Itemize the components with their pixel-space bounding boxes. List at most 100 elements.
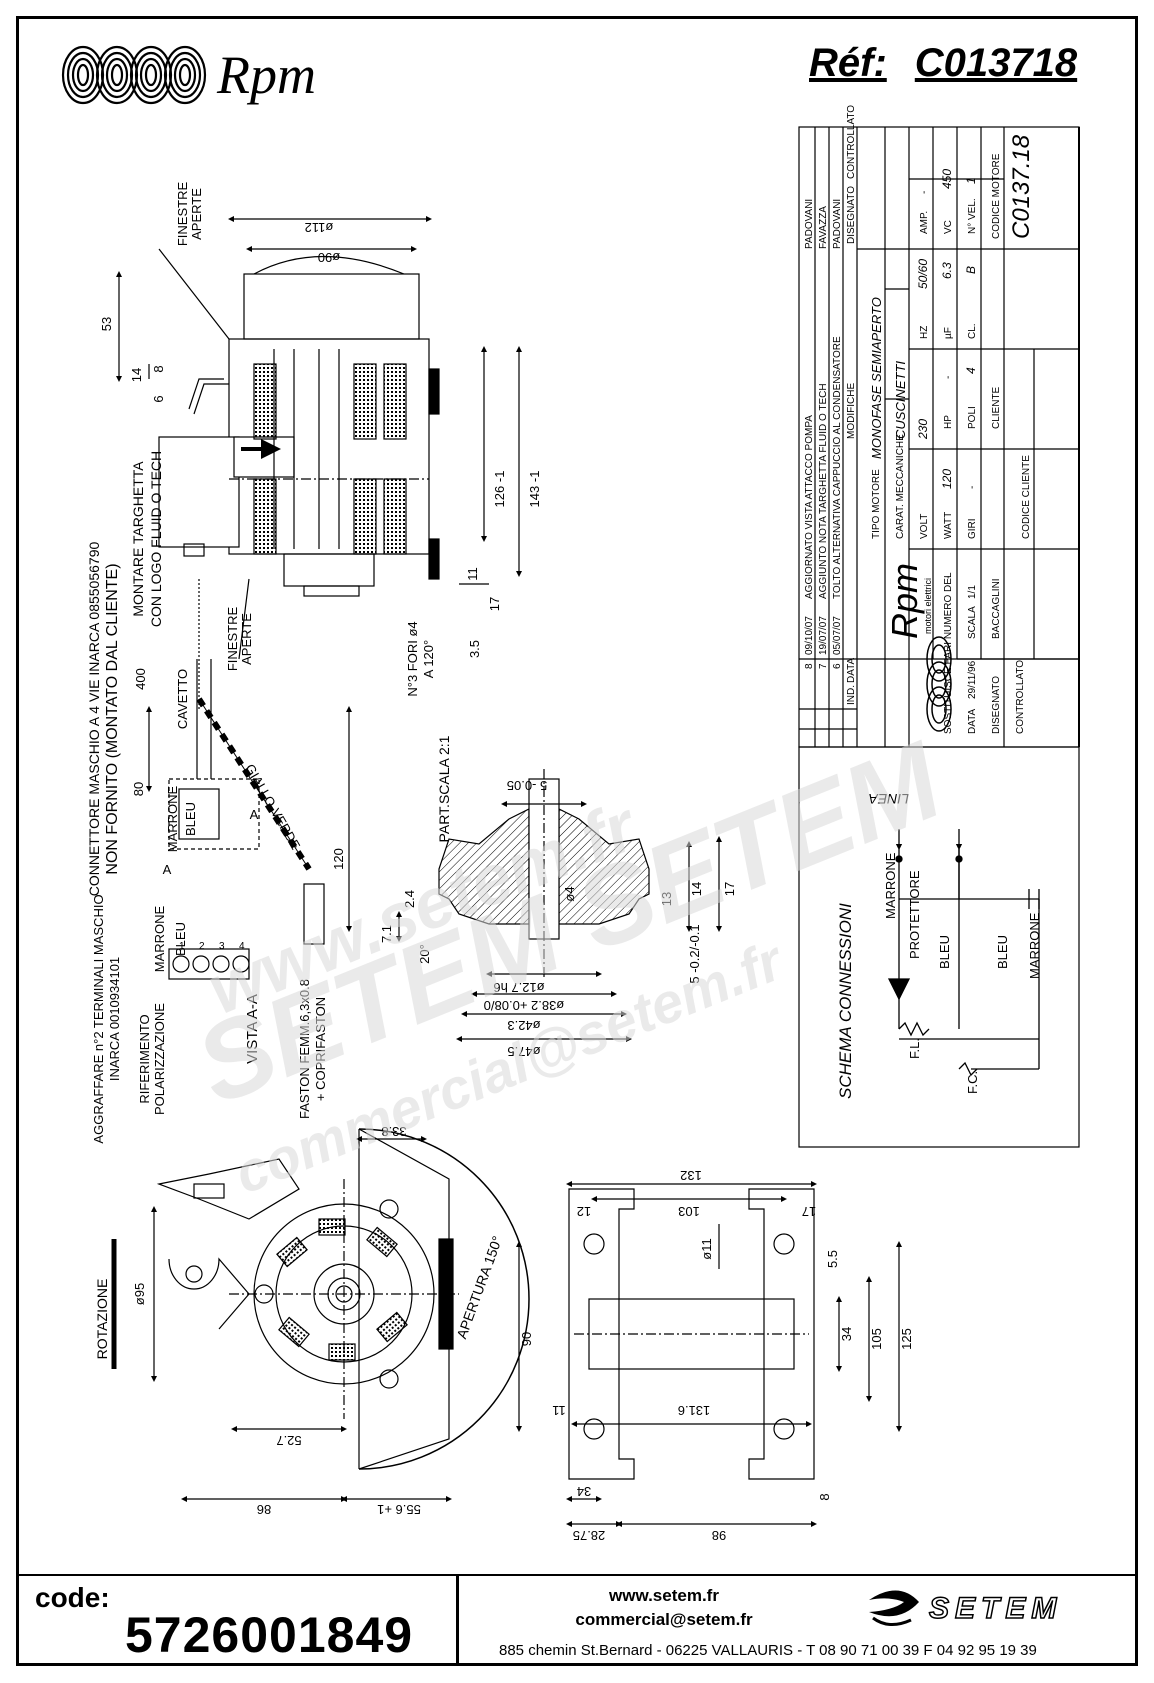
dim-4-bore: ø4 [562, 886, 577, 901]
dim-131-6: 131.6 [678, 1403, 711, 1418]
dim-103: 103 [678, 1204, 700, 1219]
giri: - [967, 486, 978, 489]
dim-105: 105 [869, 1328, 884, 1350]
note-connettore-2: NON FORNITO (MONTATO DAL CLIENTE) [104, 563, 121, 874]
dim-5-shaft: 5 -0.05 [507, 778, 547, 793]
watt-label: WATT [943, 512, 954, 539]
reference: Réf:C013718 [809, 41, 1077, 86]
cl-label: CL. [967, 323, 978, 339]
title-block-brand: Rpm [884, 563, 925, 639]
sostituisce-label: SOSTITUISCE PARI NUMERO DEL [943, 572, 954, 734]
label-vista-aa: VISTA A-A [244, 994, 261, 1064]
dim-17-bracket: 17 [802, 1204, 816, 1219]
motor-side-view [116, 216, 522, 660]
dim-52-7: 52.7 [276, 1433, 301, 1448]
footer-website[interactable]: www.setem.fr [609, 1586, 719, 1605]
reference-value: C013718 [914, 41, 1078, 85]
bracket-labels: 132 103 17 12 ø11 5.5 90 34 105 125 11 1… [519, 1168, 914, 1543]
connection-schema [887, 829, 1040, 1077]
title-block [798, 126, 1080, 1148]
note-fori-2: A 120° [421, 640, 436, 678]
note-finestre-top-1: FINESTRE [175, 182, 190, 247]
dim-95: ø95 [132, 1283, 147, 1305]
setem-logo: SETEM [869, 1590, 1057, 1626]
hz: 50/60 [916, 259, 930, 289]
drawing-sheet: Rpm Réf:C013718 [16, 16, 1138, 1666]
wire-marrone-2: MARRONE [152, 905, 167, 972]
shaft-detail [396, 769, 722, 1042]
note-riferimento-2: POLARIZZAZIONE [152, 1003, 167, 1115]
dim-7-1: 7.1 [379, 925, 394, 943]
footer-email[interactable]: commercial@setem.fr [575, 1610, 753, 1629]
rev-header-date: DATA [846, 657, 857, 683]
dim-14-part: 14 [689, 882, 704, 896]
vc: 450 [940, 169, 954, 189]
watt: 120 [940, 469, 954, 489]
dim-11: 11 [465, 567, 480, 581]
dim-2-4: 2.4 [402, 890, 417, 908]
uf-label: µF [943, 327, 954, 339]
dim-3-5: 3.5 [467, 640, 482, 658]
rev-6-n: 6 [832, 663, 843, 669]
uf: 6.3 [940, 262, 954, 279]
footer-address: 885 chemin St.Bernard - 06225 VALLAURIS … [499, 1642, 1037, 1659]
controllato-label: CONTROLLATO [1015, 660, 1026, 734]
hz-label: HZ [919, 326, 930, 339]
dim-13: 13 [659, 892, 674, 906]
volt-label: VOLT [919, 514, 930, 539]
schema-fc: F.C. [965, 1071, 980, 1094]
data-value: 29/11/96 [967, 660, 978, 699]
schema-protettore: PROTETTORE [907, 870, 922, 959]
label-part-scala: PART.SCALA 2:1 [436, 735, 452, 842]
title-block-text: 8 09/10/07 AGGIORNATO VISTA ATTACCO POMP… [804, 105, 1035, 734]
schema-bleu-1: BLEU [937, 935, 952, 969]
dim-120: 120 [331, 848, 346, 870]
vc-label: VC [943, 220, 954, 234]
dim-38-2: ø38.2 +0.08/0 [484, 998, 565, 1013]
cliente-label: CLIENTE [991, 386, 1002, 429]
code-box: code: 5726001849 [19, 1576, 459, 1663]
pin-3: 3 [219, 941, 225, 952]
wiring-view [146, 579, 352, 980]
dim-17: 17 [487, 597, 502, 611]
dim-132: 132 [680, 1168, 702, 1183]
rev-7-n: 7 [818, 663, 829, 669]
note-faston-2: + COPRIFASTON [313, 997, 328, 1101]
dim-47-5: ø47.5 [507, 1044, 540, 1059]
note-riferimento-1: RIFERIMENTO [137, 1014, 152, 1103]
footer: code: 5726001849 www.setem.fr commercial… [19, 1574, 1135, 1663]
rev-7-mod: AGGIUNTO NOTA TARGHETTA FLUID O TECH [818, 383, 829, 599]
rev-8-n: 8 [804, 663, 815, 669]
codice-motore-label: CODICE MOTORE [991, 153, 1002, 239]
scala-value: 1/1 [967, 585, 978, 599]
rev-header-checked: CONTROLLATO [846, 105, 857, 179]
codice-motore: C0137.18 [1008, 134, 1035, 239]
data-label: DATA [967, 708, 978, 734]
codice-cliente-label: CODICE CLIENTE [1021, 455, 1032, 539]
wire-marrone-1: MARRONE [165, 785, 180, 852]
note-finestre-top-2: APERTE [189, 188, 204, 240]
motor-front-view [111, 1128, 530, 1502]
schema-linea: LINEA [869, 791, 909, 807]
dim-143: 143 -1 [527, 471, 542, 508]
rev-6-mod: TOLTO ALTERNATIVA CAPPUCCIO AL CONDENSAT… [832, 336, 843, 599]
dim-12-7: ø12.7 h6 [493, 980, 544, 995]
dim-8-bracket: 8 [817, 1493, 832, 1500]
motor-side-labels: ø112 ø90 53 14 8 6 126 -1 143 -1 11 17 3… [99, 182, 542, 697]
amp: - [919, 191, 930, 194]
disegnato-label: DISEGNATO [991, 676, 1002, 734]
title-block-brand-sub: motori elettrici [923, 578, 933, 634]
rev-8-date: 09/10/07 [804, 616, 815, 655]
rev-header-mod: MODIFICHE [846, 383, 857, 439]
pin-1: 1 [179, 941, 185, 952]
vel-label: N° VEL. [967, 198, 978, 234]
hp: - [943, 376, 954, 379]
dim-12-bracket: 12 [577, 1204, 591, 1219]
note-agraffare-1: AGGRAFFARE n°2 TERMINALI MASCHIO [91, 894, 106, 1143]
note-finestre-bottom-2: APERTE [239, 613, 254, 665]
dim-53: 53 [99, 317, 114, 331]
rpm-logo: Rpm [61, 45, 316, 105]
tipo-motore-label: TIPO MOTORE [871, 469, 882, 539]
volt: 230 [916, 419, 930, 440]
rev-header-drawn: DISEGNATO [846, 186, 857, 244]
